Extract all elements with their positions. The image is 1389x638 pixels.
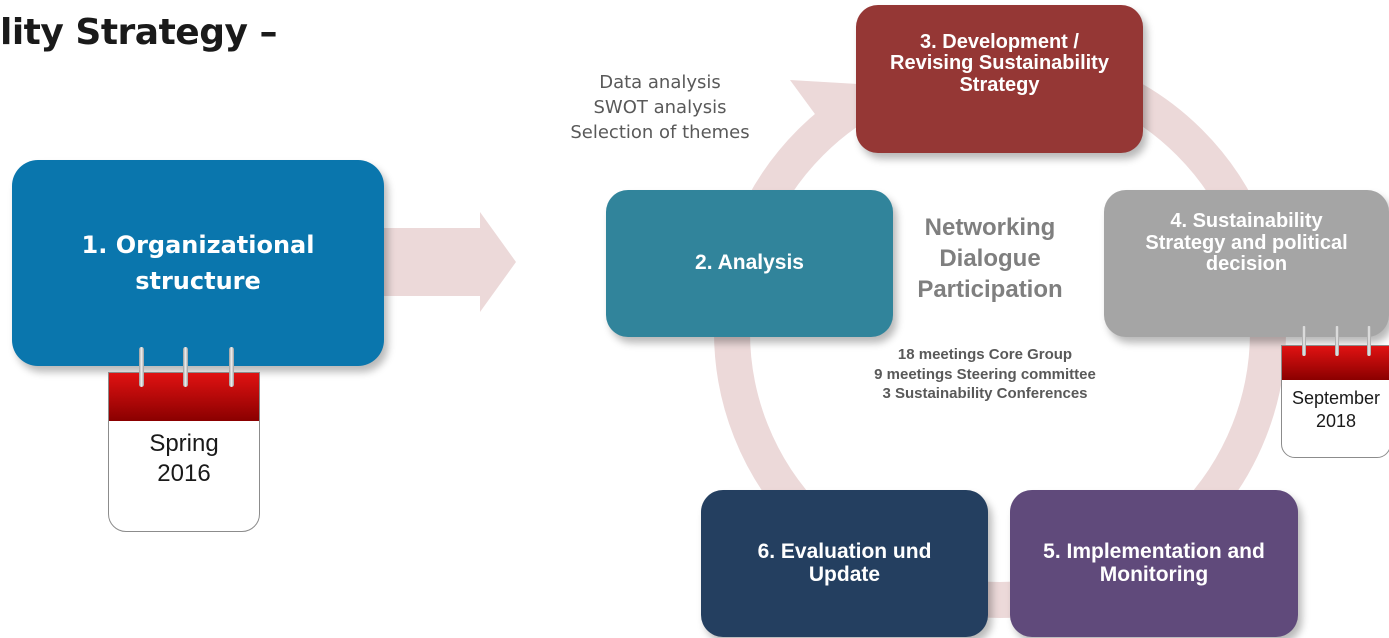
step-development: 3. Development / Revising Sustainability…	[856, 5, 1143, 153]
transition-arrow	[384, 212, 516, 312]
calendar-ring	[1302, 326, 1306, 356]
meeting-item: 3 Sustainability Conferences	[882, 385, 1088, 402]
calendar-ring	[139, 347, 144, 387]
step-implementation: 5. Implementation and Monitoring	[1010, 490, 1298, 637]
step-evaluation: 6. Evaluation und Update	[701, 490, 988, 637]
analysis-note: SWOT analysis	[593, 97, 727, 119]
calendar-ring	[1367, 326, 1371, 356]
step-organizational-structure: 1. Organizational structure	[12, 160, 384, 366]
center-label: Networking Dialogue Participation	[917, 214, 1063, 304]
page-title: lity Strategy –	[0, 12, 277, 53]
meeting-item: 18 meetings Core Group	[897, 346, 1073, 363]
cycle-arrow-head	[790, 80, 858, 140]
analysis-note: Data analysis	[599, 72, 721, 93]
step-sustainability-strategy: 4. Sustainability Strategy and political…	[1104, 190, 1389, 337]
meeting-item: 9 meetings Steering committee	[874, 365, 1096, 383]
calendar-ring	[229, 347, 234, 387]
analysis-note: Selection of themes	[570, 122, 750, 144]
calendar-date-decision: September 2018	[1291, 388, 1381, 431]
meetings-list: 18 meetings Core Group 9 meetings Steeri…	[830, 345, 1140, 404]
calendar-icon: September 2018	[1281, 326, 1389, 458]
step-analysis: 2. Analysis	[606, 190, 893, 337]
calendar-date-start: Spring 2016	[149, 430, 219, 487]
analysis-notes: Data analysis SWOT analysis Selection of…	[540, 70, 780, 146]
calendar-ring	[1335, 326, 1339, 356]
calendar-icon: Spring 2016	[108, 347, 260, 532]
calendar-ring	[183, 347, 188, 387]
